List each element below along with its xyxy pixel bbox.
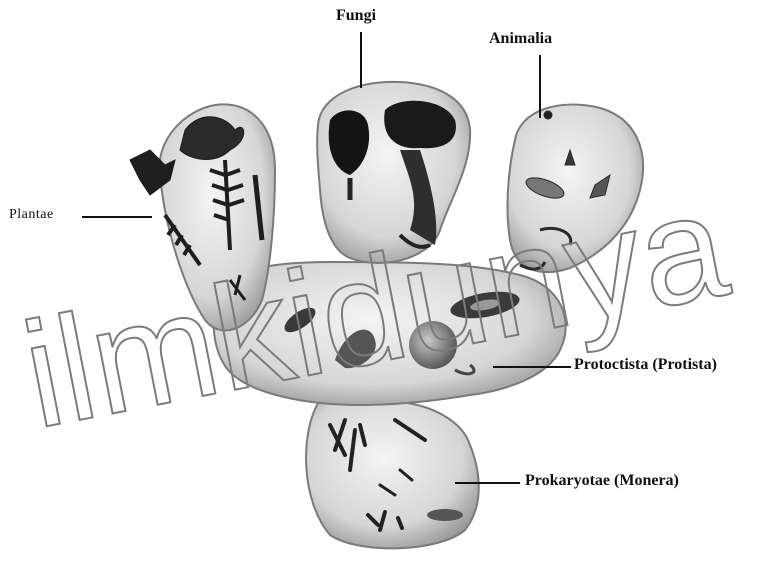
prokaryotae-lobe: [306, 398, 479, 549]
label-plantae: Plantae: [9, 207, 54, 223]
bacterium-rod: [427, 509, 463, 521]
label-animalia: Animalia: [489, 30, 552, 48]
label-fungi: Fungi: [336, 7, 376, 25]
label-protoctista: Protoctista (Protista): [574, 356, 717, 374]
label-prokaryotae: Prokaryotae (Monera): [525, 472, 679, 490]
